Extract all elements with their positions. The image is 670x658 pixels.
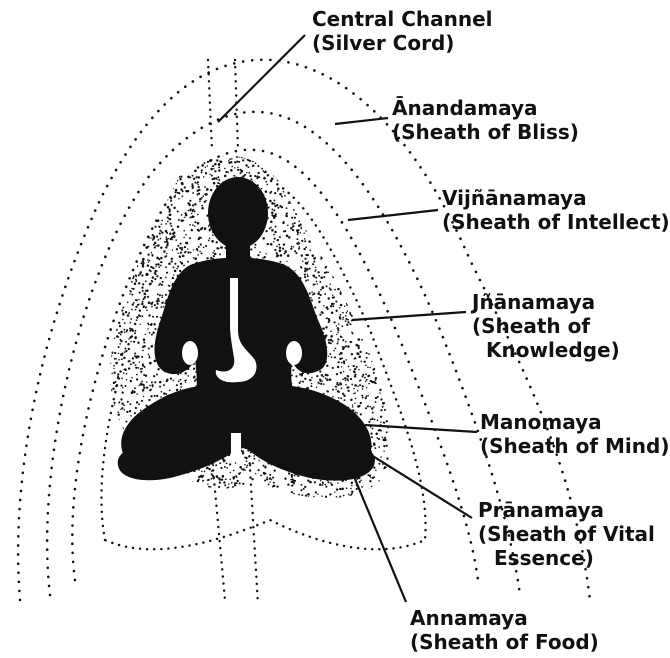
label-central-channel-name: Central Channel [312,7,493,31]
label-pranamaya: Prānamaya (Sheath of Vital Essence) [478,498,655,570]
label-annamaya-desc: (Sheath of Food) [410,630,599,654]
leader-jnanamaya [352,312,466,320]
label-vijnanamaya-desc: (Sheath of Intellect) [442,210,670,234]
label-manomaya-desc: (Sheath of Mind) [480,434,669,458]
label-vijnanamaya: Vijñānamaya (Sheath of Intellect) [442,186,670,234]
label-jnanamaya-desc: (Sheath of [472,314,620,338]
leader-anandamaya [335,118,388,124]
leader-vijnanamaya [348,210,438,220]
leader-annamaya [345,455,406,602]
label-manomaya: Manomaya (Sheath of Mind) [480,410,669,458]
label-pranamaya-desc2: Essence) [478,546,655,570]
label-annamaya-name: Annamaya [410,606,599,630]
label-pranamaya-name: Prānamaya [478,498,655,522]
label-manomaya-name: Manomaya [480,410,669,434]
label-jnanamaya-name: Jñānamaya [472,290,620,314]
label-jnanamaya: Jñānamaya (Sheath of Knowledge) [472,290,620,362]
label-anandamaya-desc: (Sheath of Bliss) [392,120,579,144]
label-vijnanamaya-name: Vijñānamaya [442,186,670,210]
label-pranamaya-desc: (Sheath of Vital [478,522,655,546]
leader-central-channel [218,35,305,122]
label-annamaya: Annamaya (Sheath of Food) [410,606,599,654]
label-jnanamaya-desc2: Knowledge) [472,338,620,362]
label-anandamaya-name: Ānandamaya [392,96,579,120]
label-anandamaya: Ānandamaya (Sheath of Bliss) [392,96,579,144]
label-central-channel-desc: (Silver Cord) [312,31,493,55]
label-central-channel: Central Channel (Silver Cord) [312,7,493,55]
